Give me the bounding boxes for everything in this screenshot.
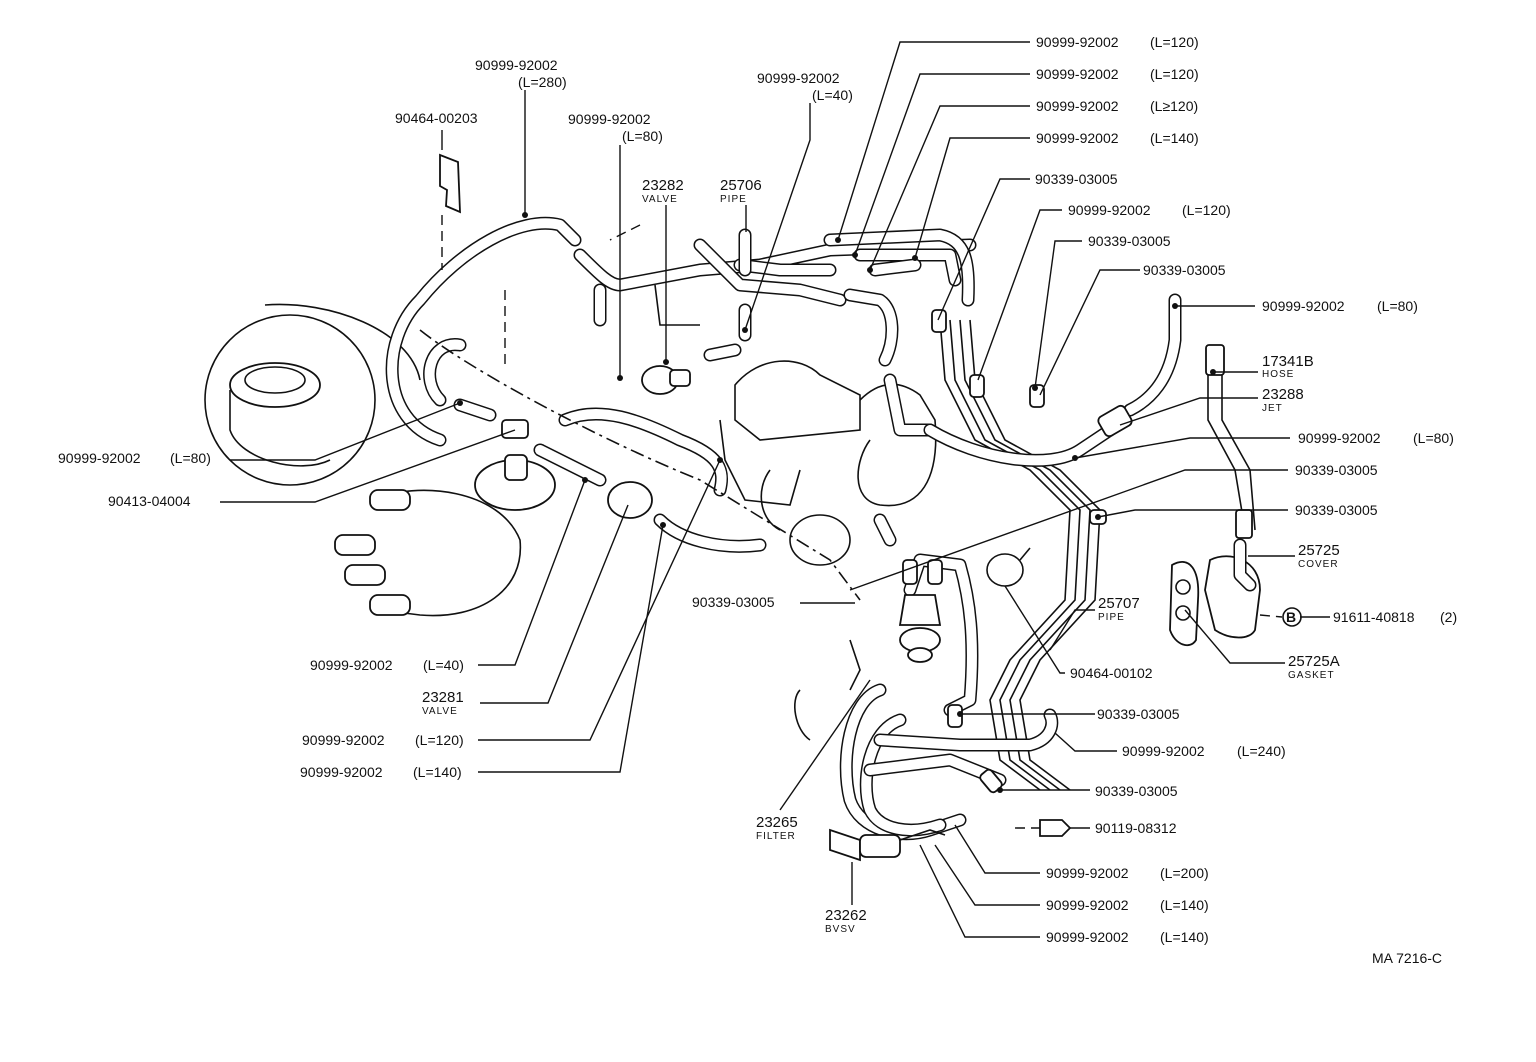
callout-38-part: 23262 xyxy=(825,907,867,924)
callout-15-name: HOSE xyxy=(1262,369,1294,380)
callout-3-name: VALVE xyxy=(642,194,678,205)
callout-39-part: 90999-92002 xyxy=(1046,897,1129,913)
callout-6-part: 90999-92002 xyxy=(1036,34,1119,50)
air-cleaner-drawing xyxy=(204,303,421,486)
callout-23-part: 25707 xyxy=(1098,595,1140,612)
callout-40-spec: (L=140) xyxy=(1160,929,1209,945)
callout-12-part: 90339-03005 xyxy=(1088,233,1171,249)
distributor-drawing xyxy=(334,454,556,617)
callout-7-part: 90999-92002 xyxy=(1036,66,1119,82)
callout-20-name: COVER xyxy=(1298,559,1339,570)
callout-0-spec: (L=280) xyxy=(518,74,567,90)
callout-26-part: 90413-04004 xyxy=(108,493,191,509)
callout-28-part: 90999-92002 xyxy=(310,657,393,673)
lower-valve-assembly xyxy=(794,553,1072,862)
callout-37-part: 90999-92002 xyxy=(1046,865,1129,881)
callout-21-spec: (2) xyxy=(1440,609,1457,625)
callout-7-spec: (L=120) xyxy=(1150,66,1199,82)
vacuum-line-bundle xyxy=(923,309,1117,791)
callout-34-part: 90339-03005 xyxy=(1095,783,1178,799)
callout-31-part: 90999-92002 xyxy=(300,764,383,780)
callout-9-part: 90999-92002 xyxy=(1036,130,1119,146)
callout-33-spec: (L=240) xyxy=(1237,743,1286,759)
badge-b-icon xyxy=(1282,607,1302,627)
callout-2-spec: (L=80) xyxy=(622,128,663,144)
callout-11-part: 90999-92002 xyxy=(1068,202,1151,218)
callout-33-part: 90999-92002 xyxy=(1122,743,1205,759)
callout-38-name: BVSV xyxy=(825,924,856,935)
callout-11-spec: (L=120) xyxy=(1182,202,1231,218)
callout-8-spec: (L≥120) xyxy=(1150,98,1198,114)
callout-30-spec: (L=120) xyxy=(415,732,464,748)
callout-0-part: 90999-92002 xyxy=(475,57,558,73)
callout-28-spec: (L=40) xyxy=(423,657,464,673)
callout-24-part: 90464-00102 xyxy=(1070,665,1153,681)
callout-4-name: PIPE xyxy=(720,194,747,205)
callout-22-name: GASKET xyxy=(1288,670,1335,681)
callout-27-part: 90339-03005 xyxy=(692,594,775,610)
callout-13-part: 90339-03005 xyxy=(1143,262,1226,278)
callout-20-part: 25725 xyxy=(1298,542,1340,559)
callout-6-spec: (L=120) xyxy=(1150,34,1199,50)
callout-17-part: 90999-92002 xyxy=(1298,430,1381,446)
callout-36-part: 23265 xyxy=(756,814,798,831)
leader-lines xyxy=(220,41,1330,938)
hose-routing-drawing xyxy=(204,153,1283,862)
callout-36-name: FILTER xyxy=(756,831,796,842)
callout-4-part: 25706 xyxy=(720,177,762,194)
callout-40-part: 90999-92002 xyxy=(1046,929,1129,945)
callout-3-part: 23282 xyxy=(642,177,684,194)
engine-drawing xyxy=(719,360,937,566)
callout-16-name: JET xyxy=(1262,403,1283,414)
callout-23-name: PIPE xyxy=(1098,612,1125,623)
callout-19-part: 90339-03005 xyxy=(1295,502,1378,518)
callout-15-part: 17341B xyxy=(1262,353,1314,370)
callout-30-part: 90999-92002 xyxy=(302,732,385,748)
callout-21-part: 91611-40818 xyxy=(1333,609,1415,625)
callout-8-part: 90999-92002 xyxy=(1036,98,1119,114)
callout-39-spec: (L=140) xyxy=(1160,897,1209,913)
callout-10-part: 90339-03005 xyxy=(1035,171,1118,187)
callout-labels: 90999-92002 (L=280) 90464-00203 90999-92… xyxy=(58,34,1457,966)
callout-31-spec: (L=140) xyxy=(413,764,462,780)
callout-35-part: 90119-08312 xyxy=(1095,820,1177,836)
callout-37-spec: (L=200) xyxy=(1160,865,1209,881)
diagram-code: MA 7216-C xyxy=(1372,950,1442,966)
callout-5-spec: (L=40) xyxy=(812,87,853,103)
callout-22-part: 25725A xyxy=(1288,653,1340,670)
callout-9-spec: (L=140) xyxy=(1150,130,1199,146)
callout-16-part: 23288 xyxy=(1262,386,1304,403)
callout-29-part: 23281 xyxy=(422,689,464,706)
callout-25-part: 90999-92002 xyxy=(58,450,141,466)
callout-25-spec: (L=80) xyxy=(170,450,211,466)
callout-32-part: 90339-03005 xyxy=(1097,706,1180,722)
callout-5-part: 90999-92002 xyxy=(757,70,840,86)
callout-2-part: 90999-92002 xyxy=(568,111,651,127)
callout-17-spec: (L=80) xyxy=(1413,430,1454,446)
callout-21-badge: B xyxy=(1286,609,1296,625)
callout-1-part: 90464-00203 xyxy=(395,110,478,126)
callout-14-spec: (L=80) xyxy=(1377,298,1418,314)
vacuum-pipe-assembly xyxy=(573,228,977,367)
callout-29-name: VALVE xyxy=(422,706,458,717)
callout-14-part: 90999-92002 xyxy=(1262,298,1345,314)
callout-18-part: 90339-03005 xyxy=(1295,462,1378,478)
